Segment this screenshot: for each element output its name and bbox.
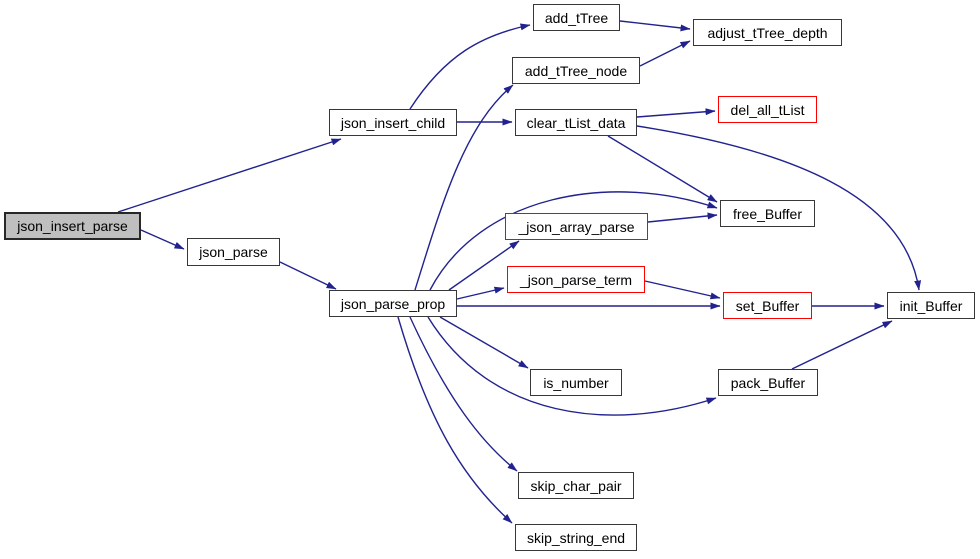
node-free_Buffer[interactable]: free_Buffer (720, 200, 815, 227)
node-skip_string_end[interactable]: skip_string_end (515, 524, 637, 551)
edge-json_parse_prop-to-pack_Buffer (427, 316, 717, 416)
node-json_parse_prop[interactable]: json_parse_prop (329, 290, 457, 317)
edge-clear_tList_data-to-del_all_tList (636, 108, 716, 118)
edge-json_insert_parse-to-json_insert_child (117, 138, 342, 213)
edge-group (117, 20, 922, 524)
node-add_tTree[interactable]: add_tTree (533, 4, 620, 31)
edge-json_parse-to-json_parse_prop (279, 261, 337, 290)
edge-json_insert_child-to-add_tTree (409, 23, 531, 110)
edge-json_parse_prop-to-_json_array_parse (448, 240, 520, 291)
node-_json_parse_term[interactable]: _json_parse_term (507, 266, 645, 293)
node-del_all_tList[interactable]: del_all_tList (718, 96, 817, 123)
edge-clear_tList_data-to-init_Buffer (636, 125, 922, 291)
edge-add_tTree-to-adjust_tTree_depth (619, 20, 691, 32)
edge-add_tTree_node-to-adjust_tTree_depth (639, 40, 691, 67)
node-init_Buffer[interactable]: init_Buffer (887, 292, 975, 319)
node-_json_array_parse[interactable]: _json_array_parse (505, 213, 648, 240)
node-clear_tList_data[interactable]: clear_tList_data (515, 109, 637, 136)
edge-json_parse_prop-to-is_number (439, 316, 529, 369)
node-is_number[interactable]: is_number (530, 369, 622, 396)
edge-json_parse_prop-to-skip_string_end (397, 316, 513, 524)
node-json_insert_child[interactable]: json_insert_child (329, 109, 457, 136)
edge-clear_tList_data-to-free_Buffer (607, 135, 718, 203)
node-set_Buffer[interactable]: set_Buffer (723, 292, 812, 319)
edge-pack_Buffer-to-init_Buffer (791, 320, 893, 370)
edge-json_parse_prop-to-_json_parse_term (456, 286, 505, 300)
node-skip_char_pair[interactable]: skip_char_pair (518, 472, 634, 499)
edge-json_parse_prop-to-add_tTree_node (414, 84, 514, 291)
edge-_json_parse_term-to-set_Buffer (644, 280, 721, 300)
edge-json_parse_prop-to-free_Buffer (429, 191, 718, 291)
node-adjust_tTree_depth[interactable]: adjust_tTree_depth (693, 19, 842, 46)
node-json_insert_parse[interactable]: json_insert_parse (4, 212, 141, 240)
edge-_json_array_parse-to-free_Buffer (647, 212, 718, 223)
node-add_tTree_node[interactable]: add_tTree_node (512, 57, 640, 84)
node-json_parse[interactable]: json_parse (187, 238, 280, 266)
edge-json_parse_prop-to-skip_char_pair (409, 316, 518, 472)
edge-json_insert_parse-to-json_parse (140, 229, 185, 250)
node-pack_Buffer[interactable]: pack_Buffer (718, 369, 818, 396)
